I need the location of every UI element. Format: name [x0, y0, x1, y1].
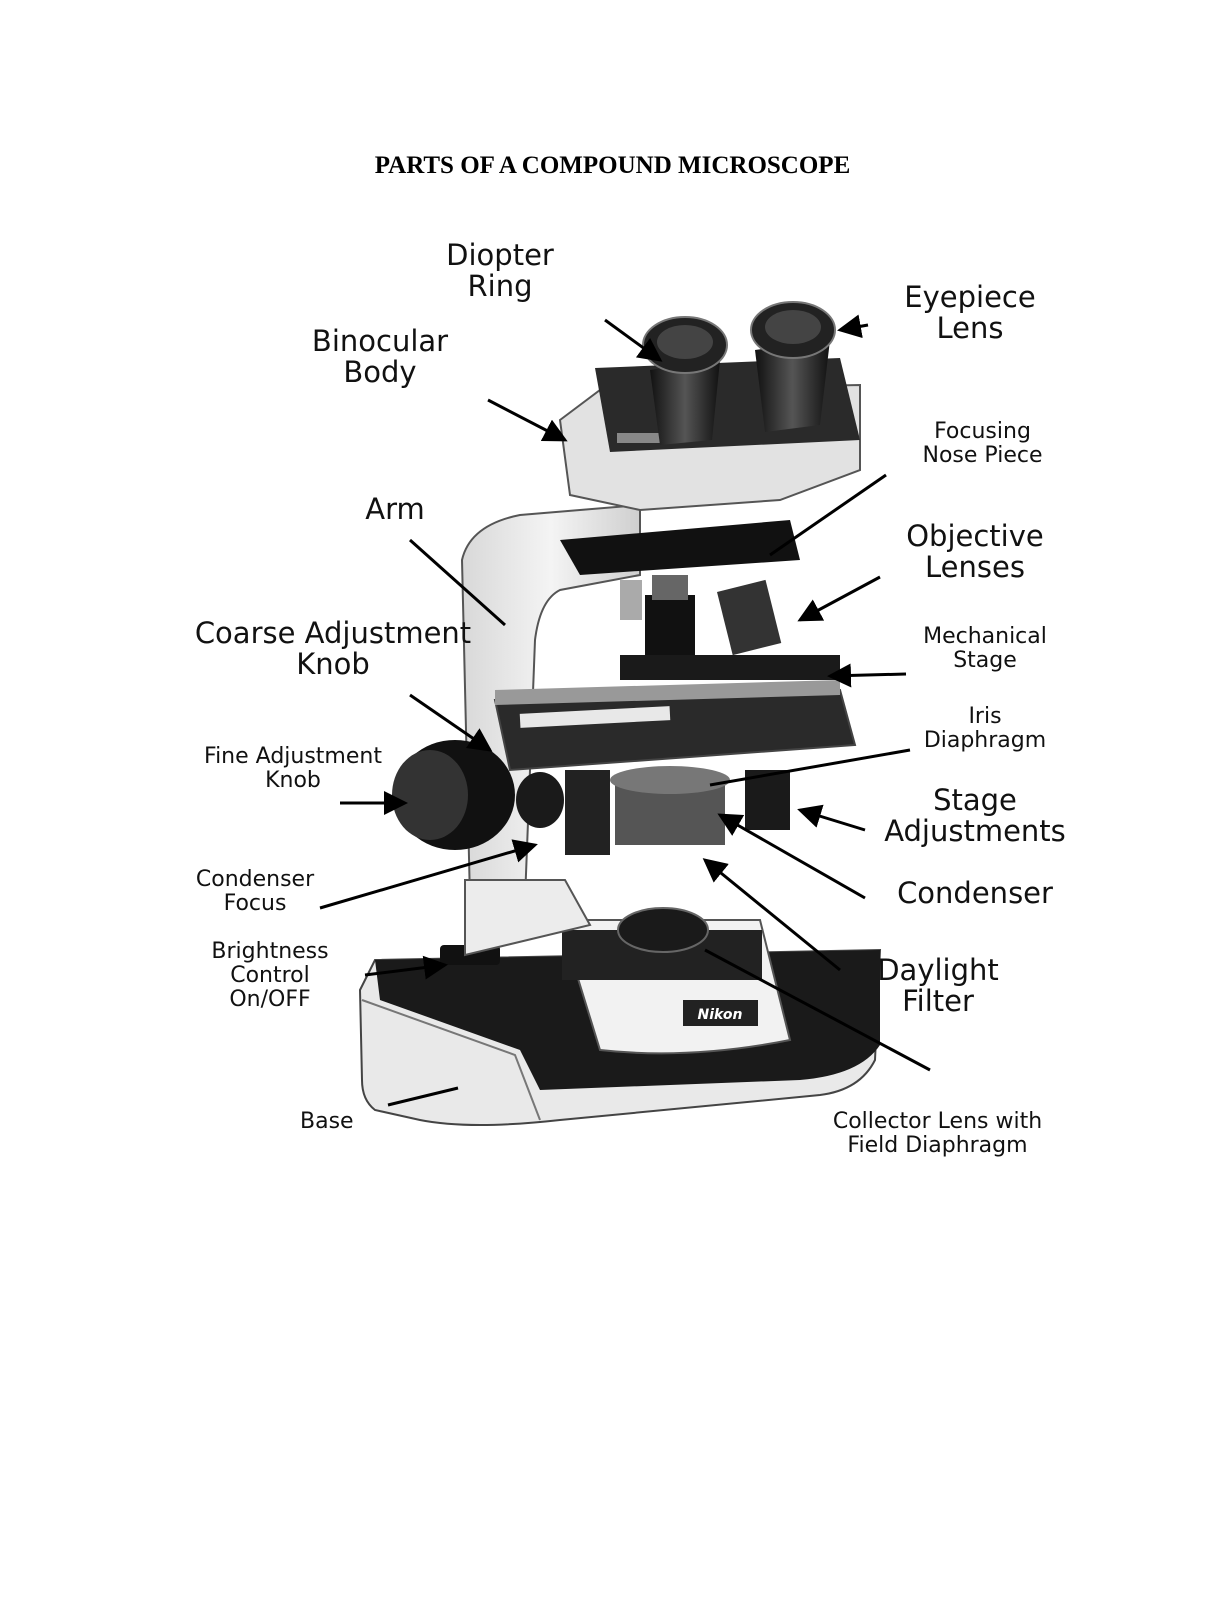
eyepiece-shapes: [642, 301, 836, 445]
leader-lines: [319, 314, 931, 1107]
arrow-condenser: [717, 813, 866, 900]
knob-shapes: [392, 740, 564, 850]
arrow-brightness-control: [364, 955, 448, 980]
line-arm: [408, 538, 507, 627]
arrow-coarse-adjustment-knob: [409, 693, 493, 752]
line-collector-lens: [704, 948, 931, 1072]
condenser-shape: [565, 766, 790, 855]
page-title: PARTS OF A COMPOUND MICROSCOPE: [374, 152, 851, 179]
brand-logo: Nikon: [698, 1007, 743, 1023]
arrow-daylight-filter: [702, 858, 841, 972]
stage-shape: [493, 655, 857, 772]
illuminator-shape: Nikon: [558, 907, 792, 1055]
arrow-mechanical-stage: [827, 663, 907, 688]
line-iris-diaphragm: [709, 748, 911, 787]
label-arm: Arm: [365, 492, 425, 526]
microscope-illustration: Nikon: [358, 301, 882, 1126]
label-base: Base: [300, 1109, 354, 1134]
line-base: [387, 1086, 459, 1107]
arrow-objective-lenses: [797, 575, 881, 622]
label-condenser: Condenser: [897, 876, 1053, 910]
arrow-binocular-body: [487, 398, 568, 442]
objective-shapes: [560, 520, 800, 665]
arrow-eyepiece-lens: [837, 314, 869, 339]
arrow-diopter-ring: [604, 318, 663, 362]
arrow-stage-adjustments: [797, 804, 866, 832]
arrow-condenser-focus: [319, 839, 538, 910]
line-focusing-nose-piece: [769, 473, 887, 557]
